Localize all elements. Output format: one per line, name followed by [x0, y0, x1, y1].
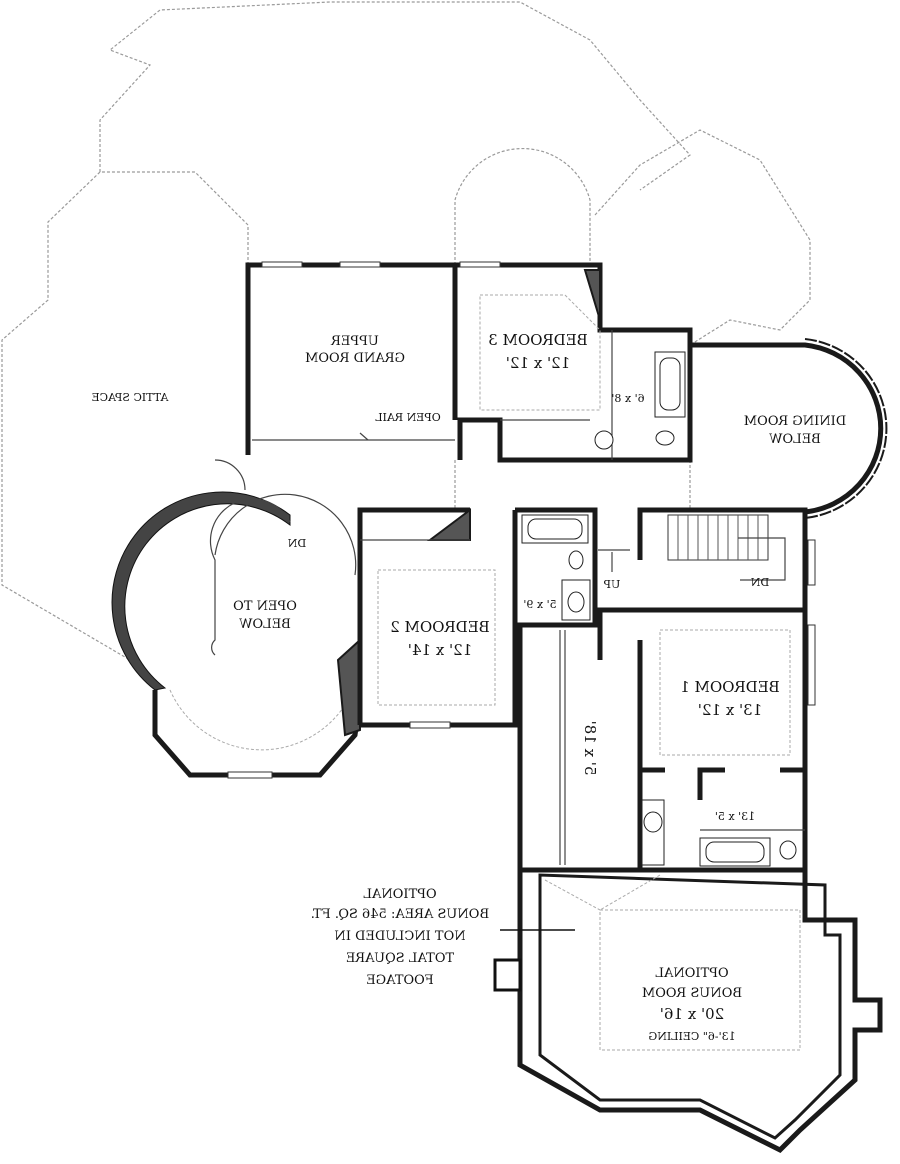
- svg-text:13'-6" CEILING: 13'-6" CEILING: [648, 1030, 735, 1043]
- room-label-bonus-room: OPTIONAL: [655, 966, 729, 981]
- hall-label: 5' x 18': [581, 721, 599, 776]
- optional-bonus-room: OPTIONAL BONUS AREA: 546 SQ. FT. NOT INC…: [311, 867, 883, 1154]
- svg-text:BONUS ROOM: BONUS ROOM: [642, 986, 742, 1001]
- roof-outline: [1, 1, 811, 661]
- svg-text:BELOW: BELOW: [239, 617, 291, 632]
- main-stair: UP DN: [598, 507, 816, 610]
- bath-2: 5' x 9': [515, 507, 598, 628]
- room-label-bedroom-1: BEDROOM 1: [680, 678, 780, 696]
- svg-text:BELOW: BELOW: [769, 432, 821, 447]
- bath-2-label: 5' x 9': [523, 598, 556, 611]
- bonus-area-note: OPTIONAL: [363, 887, 437, 902]
- svg-text:12' x 14': 12' x 14': [408, 641, 472, 659]
- svg-text:TOTAL SQUARE: TOTAL SQUARE: [346, 951, 454, 966]
- dining-room-below: DINING ROOM BELOW: [690, 338, 888, 519]
- room-label-dining: DINING ROOM: [744, 414, 846, 429]
- svg-text:GRAND ROOM: GRAND ROOM: [305, 351, 405, 366]
- bedroom-2: BEDROOM 2 12' x 14': [357, 507, 518, 729]
- hall: 5' x 18': [517, 607, 640, 870]
- stair-dn-label: DN: [750, 576, 769, 589]
- open-below-label: OPEN TO: [233, 599, 297, 614]
- room-label-bedroom-3: BEDROOM 3: [488, 331, 588, 349]
- spiral-stair: DN OPEN TO BELOW: [111, 459, 363, 779]
- room-label-upper-grand: UPPER: [330, 334, 379, 349]
- svg-text:12' x 12': 12' x 12': [506, 354, 570, 372]
- upper-grand-room: UPPER GRAND ROOM OPEN RAIL ATTIC SPACE: [92, 261, 455, 455]
- spiral-dn-label: DN: [287, 537, 306, 550]
- svg-text:20' x 16': 20' x 16': [660, 1005, 724, 1023]
- svg-text:BONUS AREA: 546 SQ. FT.: BONUS AREA: 546 SQ. FT.: [311, 907, 489, 922]
- room-label-bedroom-2: BEDROOM 2: [390, 618, 490, 636]
- open-rail-label: OPEN RAIL: [375, 411, 441, 424]
- svg-text:FOOTAGE: FOOTAGE: [366, 973, 434, 988]
- bath-3-label: 6' x 8': [611, 392, 644, 405]
- bedroom-1: BEDROOM 1 13' x 12' 13' x 5': [637, 607, 816, 873]
- stair-up-label: UP: [603, 578, 620, 591]
- svg-text:13' x 12': 13' x 12': [698, 701, 762, 719]
- svg-text:NOT INCLUDED IN: NOT INCLUDED IN: [334, 929, 465, 944]
- bath-1-label: 13' x 5': [715, 810, 755, 823]
- bedroom-3: BEDROOM 3 12' x 12' 6' x 8': [452, 261, 693, 463]
- attic-label: ATTIC SPACE: [92, 391, 170, 404]
